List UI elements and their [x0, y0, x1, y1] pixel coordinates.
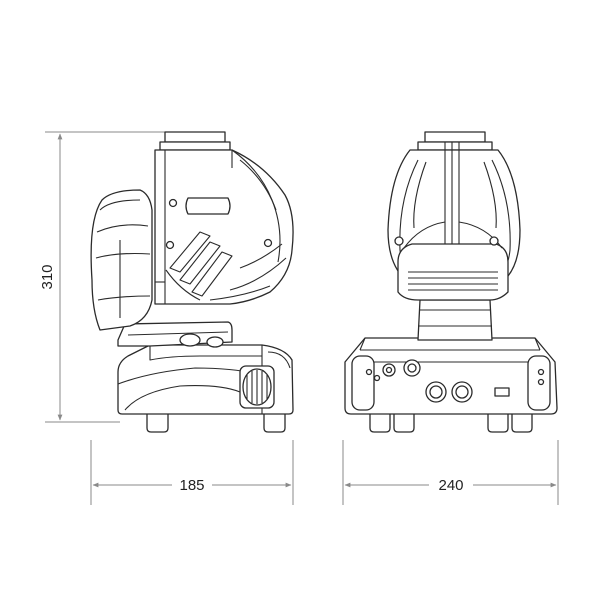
side-width-label: 185	[179, 477, 204, 494]
side-base	[117, 344, 294, 415]
side-view	[90, 131, 294, 433]
height-label: 310	[39, 264, 56, 289]
front-width-dimension: 240	[342, 440, 559, 505]
front-feet	[369, 409, 533, 433]
side-yoke-upright	[90, 189, 153, 331]
side-head	[154, 131, 294, 305]
side-feet	[146, 409, 286, 433]
side-width-dimension: 185	[90, 440, 294, 505]
front-neck	[417, 299, 493, 341]
front-base	[344, 337, 558, 415]
front-view	[344, 131, 558, 433]
front-head	[387, 131, 521, 301]
front-width-label: 240	[438, 477, 463, 494]
side-yoke-arm	[117, 321, 233, 348]
height-dimension: 310	[39, 131, 170, 423]
